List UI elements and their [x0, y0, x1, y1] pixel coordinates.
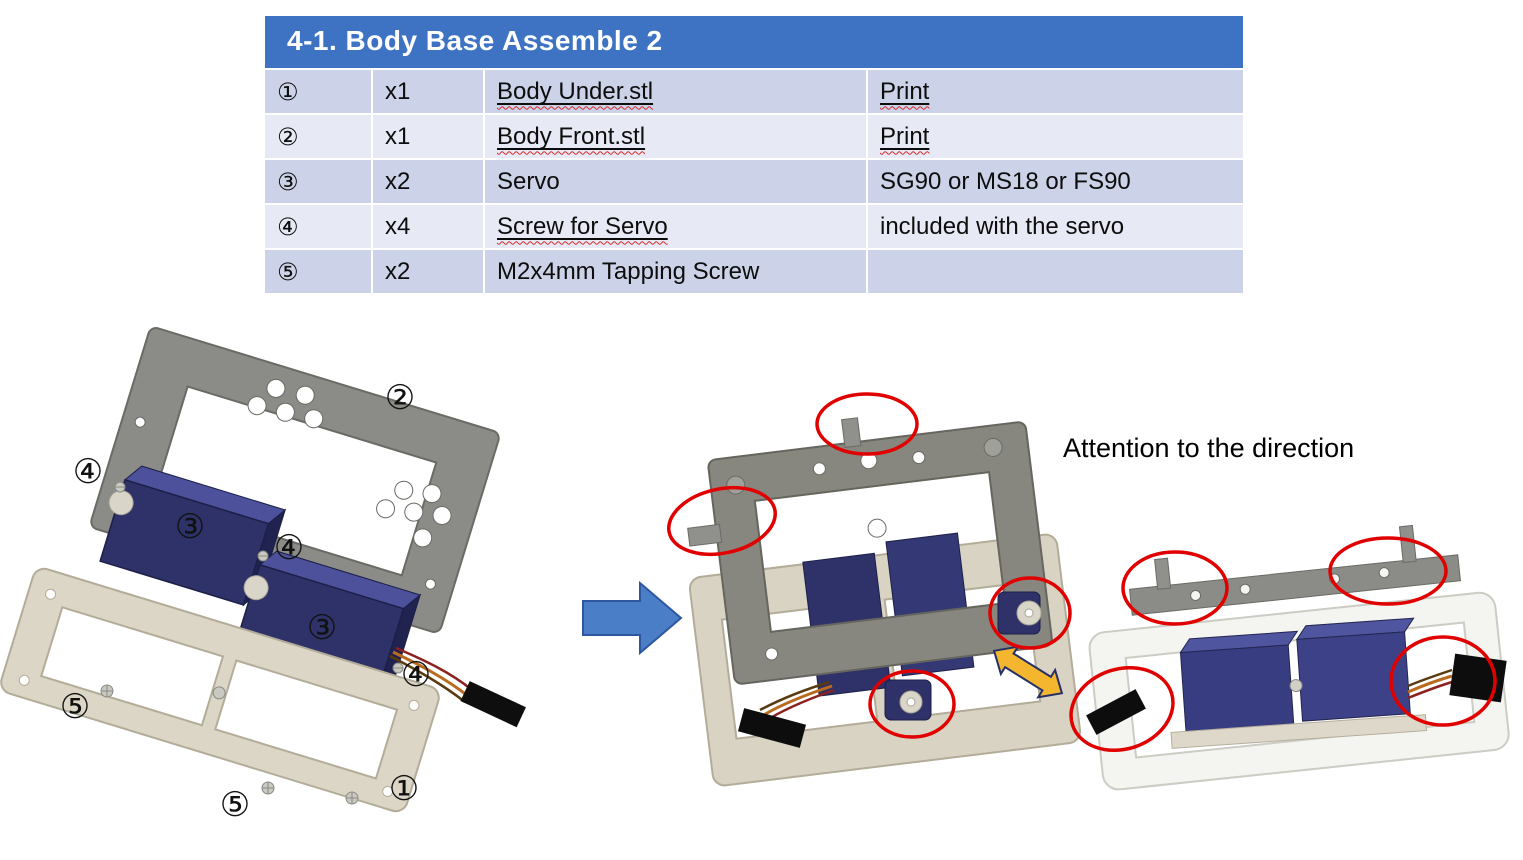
direction-view-connector-left: [1086, 689, 1146, 735]
part-qty: x1: [371, 68, 485, 115]
part-number: ④: [263, 203, 373, 250]
part-number: ①: [263, 68, 373, 115]
part-note: Print: [866, 113, 1245, 160]
part-number: ⑤: [263, 248, 373, 295]
part-qty: x2: [371, 158, 485, 205]
callout-servo-screw: ④: [72, 452, 104, 492]
assembled-wire-connector: [737, 680, 835, 748]
direction-view-servos: [1170, 617, 1428, 749]
part-name: Body Front.stl: [483, 113, 868, 160]
callout-tapping-screw: ⑤: [59, 687, 91, 727]
assembled-frame-render: [687, 417, 1053, 685]
part-note: included with the servo: [866, 203, 1245, 250]
part-name: M2x4mm Tapping Screw: [483, 248, 868, 295]
part-number: ③: [263, 158, 373, 205]
callout-body-under: ①: [388, 769, 420, 809]
part-name: Body Under.stl: [483, 68, 868, 115]
highlight-ellipses-right: [1069, 536, 1497, 753]
callout-servo-screw: ④: [273, 528, 305, 568]
callout-tapping-screw: ⑤: [219, 785, 251, 825]
part-name: Screw for Servo: [483, 203, 868, 250]
part-name: Servo: [483, 158, 868, 205]
table-row: ③ x2 Servo SG90 or MS18 or FS90: [263, 158, 1245, 205]
servo-screw-icons: [114, 481, 404, 674]
table-header-row: 4-1. Body Base Assemble 2: [263, 14, 1245, 70]
table-row: ② x1 Body Front.stl Print: [263, 113, 1245, 160]
tapping-screw-icons: [100, 684, 359, 805]
part-note: Print: [866, 68, 1245, 115]
highlight-ellipses-middle: [667, 392, 1072, 739]
part-qty: x4: [371, 203, 485, 250]
transition-arrow: [582, 580, 683, 656]
table-row: ① x1 Body Under.stl Print: [263, 68, 1245, 115]
part-qty: x1: [371, 113, 485, 160]
part-note: [866, 248, 1245, 295]
callout-servo: ③: [306, 608, 338, 648]
direction-arrow: [992, 645, 1064, 699]
servo-shaft-bottom: [884, 679, 932, 721]
attention-note: Attention to the direction: [1063, 433, 1355, 463]
part-number: ②: [263, 113, 373, 160]
callout-body-front: ②: [384, 378, 416, 418]
part-qty: x2: [371, 248, 485, 295]
callout-servo: ③: [174, 507, 206, 547]
part-note: SG90 or MS18 or FS90: [866, 158, 1245, 205]
servo-render-1: [99, 465, 287, 607]
callout-servo-screw: ④: [400, 655, 432, 695]
parts-table: 4-1. Body Base Assemble 2 ① x1 Body Unde…: [263, 14, 1245, 295]
table-row: ④ x4 Screw for Servo included with the s…: [263, 203, 1245, 250]
body-under-part-render: [0, 567, 440, 813]
servo-wire-connector: [389, 646, 526, 728]
table-title: 4-1. Body Base Assemble 2: [263, 14, 1245, 70]
servo-shaft-right: [997, 591, 1042, 635]
table-row: ⑤ x2 M2x4mm Tapping Screw: [263, 248, 1245, 295]
